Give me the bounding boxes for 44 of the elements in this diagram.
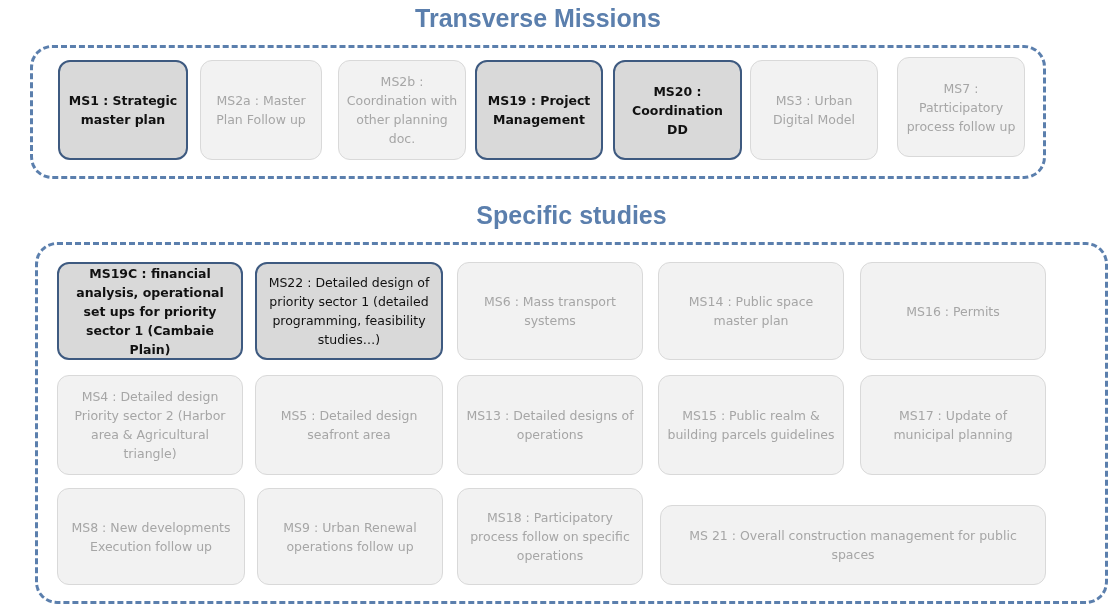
mission-label: MS9 : Urban Renewal operations follow up [282,518,418,556]
mission-box [255,262,443,360]
mission-box [58,60,188,160]
mission-label: MS8 : New developments Execution follow up [70,518,232,556]
mission-label: MS2a : Master Plan Follow up [215,92,307,129]
section-heading: Transverse Missions [415,4,661,33]
mission-box [255,375,443,475]
mission-box [475,60,603,160]
mission-label: MS5 : Detailed design seafront area [279,407,419,444]
mission-label: MS 21 : Overall construction management for public spaces [688,527,1018,564]
mission-label: MS6 : Mass transport systems [483,293,617,330]
mission-label: MS1 : Strategic master plan [67,92,179,129]
mission-label: MS19C : financial analysis, operational set ups for priority sector 1 (Cambaie Plain) [75,264,225,359]
mission-label: MS3 : Urban Digital Model [771,92,856,129]
mission-label: MS16 : Permits [906,302,1000,321]
mission-box [613,60,742,160]
mission-box [750,60,878,160]
mission-box [658,375,844,475]
mission-label: MS15 : Public realm & building parcels guidelines [666,407,836,444]
mission-box [457,262,643,360]
mission-box [200,60,322,160]
mission-label: MS4 : Detailed design Priority sector 2 (Harbor area & Agricultural triangle) [73,388,227,463]
mission-label: MS14 : Public space master plan [687,293,815,330]
mission-box [57,262,243,360]
mission-box [457,488,643,585]
mission-box [660,505,1046,585]
mission-label: MS17 : Update of municipal planning [892,407,1014,444]
mission-box [57,375,243,475]
mission-box [860,262,1046,360]
mission-label: MS18 : Participatory process follow on specific operations [469,509,631,565]
mission-box [457,375,643,475]
mission-label: MS7 : Patrticipatory process follow up [905,79,1017,136]
mission-box [897,57,1025,157]
mission-label: MS2b : Coordination with other planning doc. [345,73,459,148]
mission-label: MS22 : Detailed design of priority sector 1 (detailed programming, feasibility studies…) [267,274,431,349]
mission-box [257,488,443,585]
mission-box [860,375,1046,475]
mission-box [658,262,844,360]
section-heading: Specific studies [476,201,667,230]
mission-label: MS20 : Coordination DD [631,82,724,139]
mission-box [338,60,466,160]
mission-box [57,488,245,585]
mission-label: MS13 : Detailed designs of operations [465,407,635,444]
mission-label: MS19 : Project Management [486,92,592,129]
